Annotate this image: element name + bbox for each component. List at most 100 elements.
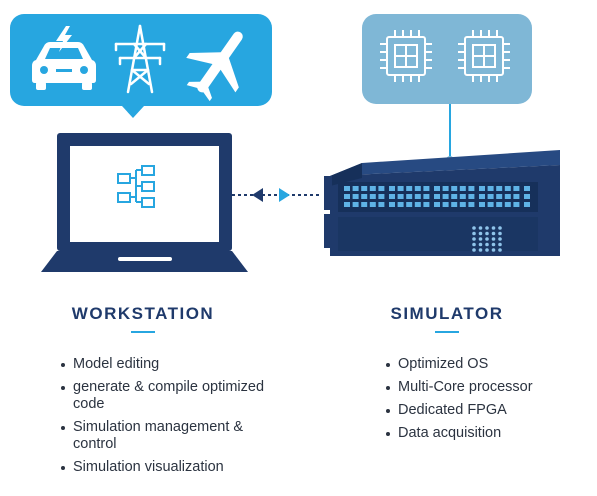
indicator-dot xyxy=(472,242,476,247)
simulator-title: SIMULATOR xyxy=(390,304,504,323)
indicator-dot xyxy=(491,231,496,236)
vent-cell xyxy=(369,186,376,191)
vent-cell xyxy=(414,194,421,199)
vent-cell xyxy=(414,202,421,207)
vent-cell xyxy=(361,202,368,207)
simulator-server-icon xyxy=(324,150,560,256)
vent-cell xyxy=(468,194,475,199)
server-indicator-grid xyxy=(472,226,502,252)
vent-cell xyxy=(369,202,376,207)
vent-cell xyxy=(361,194,368,199)
indicator-dot xyxy=(498,231,502,236)
indicator-dot xyxy=(485,226,489,230)
indicator-dot xyxy=(478,248,483,252)
vent-cell xyxy=(442,186,449,191)
vent-cell xyxy=(378,194,385,199)
vent-cell xyxy=(459,194,466,199)
indicator-dot xyxy=(485,248,489,252)
vent-cell xyxy=(352,194,359,199)
list-item: generate & compile optimized code xyxy=(60,379,275,413)
indicator-dot xyxy=(485,242,489,247)
block-diagram-icon xyxy=(117,165,155,208)
vent-cell xyxy=(369,194,376,199)
indicator-dot xyxy=(491,226,496,230)
vent-cell xyxy=(361,186,368,191)
cpu-chip-icon xyxy=(380,30,432,82)
indicator-dot xyxy=(491,242,496,247)
vent-cell xyxy=(352,202,359,207)
vent-cell xyxy=(378,186,385,191)
indicator-dot xyxy=(491,248,496,252)
vent-cell xyxy=(468,202,475,207)
vent-cell xyxy=(406,186,413,191)
vent-cell xyxy=(442,194,449,199)
workstation-title-underline xyxy=(131,331,155,333)
vent-cell xyxy=(397,186,404,191)
vent-cell xyxy=(504,186,511,191)
indicator-dot xyxy=(478,231,483,236)
vent-cell xyxy=(406,194,413,199)
indicator-dot xyxy=(472,237,476,241)
indicator-dot xyxy=(498,248,502,252)
vent-cell xyxy=(434,186,440,191)
workstation-title: WORKSTATION xyxy=(71,304,215,323)
indicator-dot xyxy=(478,226,483,230)
vent-cell xyxy=(459,202,466,207)
list-item: Simulation management & control xyxy=(60,419,275,453)
indicator-dot xyxy=(472,226,476,230)
indicator-dot xyxy=(478,237,483,241)
processor-connector xyxy=(446,104,454,164)
vent-cell xyxy=(451,202,458,207)
vent-cell xyxy=(524,194,530,199)
vent-cell xyxy=(352,186,359,191)
vent-cell xyxy=(423,194,430,199)
electric-car-icon xyxy=(32,26,96,90)
vent-cell xyxy=(389,186,395,191)
laptop-icon xyxy=(41,133,248,272)
power-pylon-icon xyxy=(114,24,166,94)
vent-cell xyxy=(451,186,458,191)
indicator-dot xyxy=(472,231,476,236)
vent-cell xyxy=(479,194,485,199)
indicator-dot xyxy=(485,231,489,236)
vent-cell xyxy=(487,202,494,207)
vent-cell xyxy=(524,186,530,191)
indicator-dot xyxy=(498,242,502,247)
simulator-title-underline xyxy=(435,331,459,333)
list-item: Dedicated FPGA xyxy=(385,402,585,419)
vent-cell xyxy=(378,202,385,207)
indicator-dot xyxy=(498,226,502,230)
indicator-dot xyxy=(498,237,502,241)
vent-cell xyxy=(414,186,421,191)
vent-cell xyxy=(434,194,440,199)
vent-cell xyxy=(496,202,503,207)
indicator-dot xyxy=(472,248,476,252)
vent-cell xyxy=(423,186,430,191)
vent-cell xyxy=(451,194,458,199)
vent-cell xyxy=(513,194,520,199)
cpu-chip-icon xyxy=(458,30,510,82)
indicator-dot xyxy=(491,237,496,241)
vent-cell xyxy=(423,202,430,207)
bidirectional-link xyxy=(226,188,320,202)
vent-cell xyxy=(524,202,530,207)
vent-cell xyxy=(397,202,404,207)
list-item: Multi-Core processor xyxy=(385,379,585,396)
vent-cell xyxy=(496,186,503,191)
list-item: Optimized OS xyxy=(385,356,585,373)
vent-cell xyxy=(442,202,449,207)
vent-cell xyxy=(397,194,404,199)
vent-cell xyxy=(513,186,520,191)
server-vent-grid xyxy=(344,186,530,207)
vent-cell xyxy=(487,186,494,191)
vent-cell xyxy=(459,186,466,191)
airplane-icon xyxy=(186,31,243,102)
vent-cell xyxy=(504,202,511,207)
workstation-feature-list: Model editing generate & compile optimiz… xyxy=(60,356,275,482)
list-item: Model editing xyxy=(60,356,275,373)
vent-cell xyxy=(344,194,350,199)
simulator-feature-list: Optimized OS Multi-Core processor Dedica… xyxy=(385,356,585,448)
vent-cell xyxy=(513,202,520,207)
vent-cell xyxy=(344,186,350,191)
